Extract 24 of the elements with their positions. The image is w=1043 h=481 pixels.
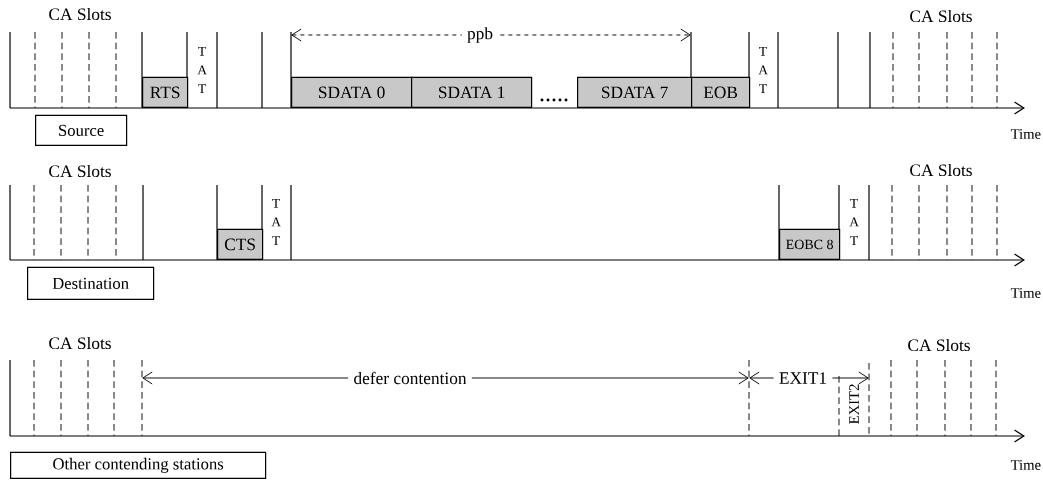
frame-segment: EOBC 8 (779, 228, 841, 260)
slot-group-label: CA Slots (49, 164, 111, 178)
slot-group-label: CA Slots (908, 338, 970, 352)
axis-label: Time (1010, 288, 1041, 298)
slot-group-label: CA Slots (910, 163, 972, 177)
frame-segment: SDATA 0 (291, 76, 413, 108)
frame-segment: EOB (691, 76, 751, 108)
slot-group-label: CA Slots (49, 7, 111, 21)
frame-segment: SDATA 7 (577, 76, 693, 108)
frame-segment: CTS (217, 228, 264, 260)
interval-label: EXIT2 (849, 384, 859, 424)
dimension-label: defer contention (348, 366, 472, 390)
axis-label: Time (1010, 129, 1041, 139)
frame-segment: SDATA 1 (411, 76, 533, 108)
station-label: Other contending stations (10, 451, 267, 479)
turnaround-label: T A T (849, 198, 859, 246)
frame-segment: RTS (142, 76, 189, 108)
dimension-label: EXIT1 (773, 366, 833, 390)
station-label: Destination (27, 266, 155, 300)
axis-label: Time (1010, 460, 1041, 470)
dimension-label: ppb (461, 21, 499, 49)
slot-group-label: CA Slots (49, 336, 111, 350)
slot-group-label: CA Slots (910, 9, 972, 23)
station-label: Source (35, 114, 128, 146)
